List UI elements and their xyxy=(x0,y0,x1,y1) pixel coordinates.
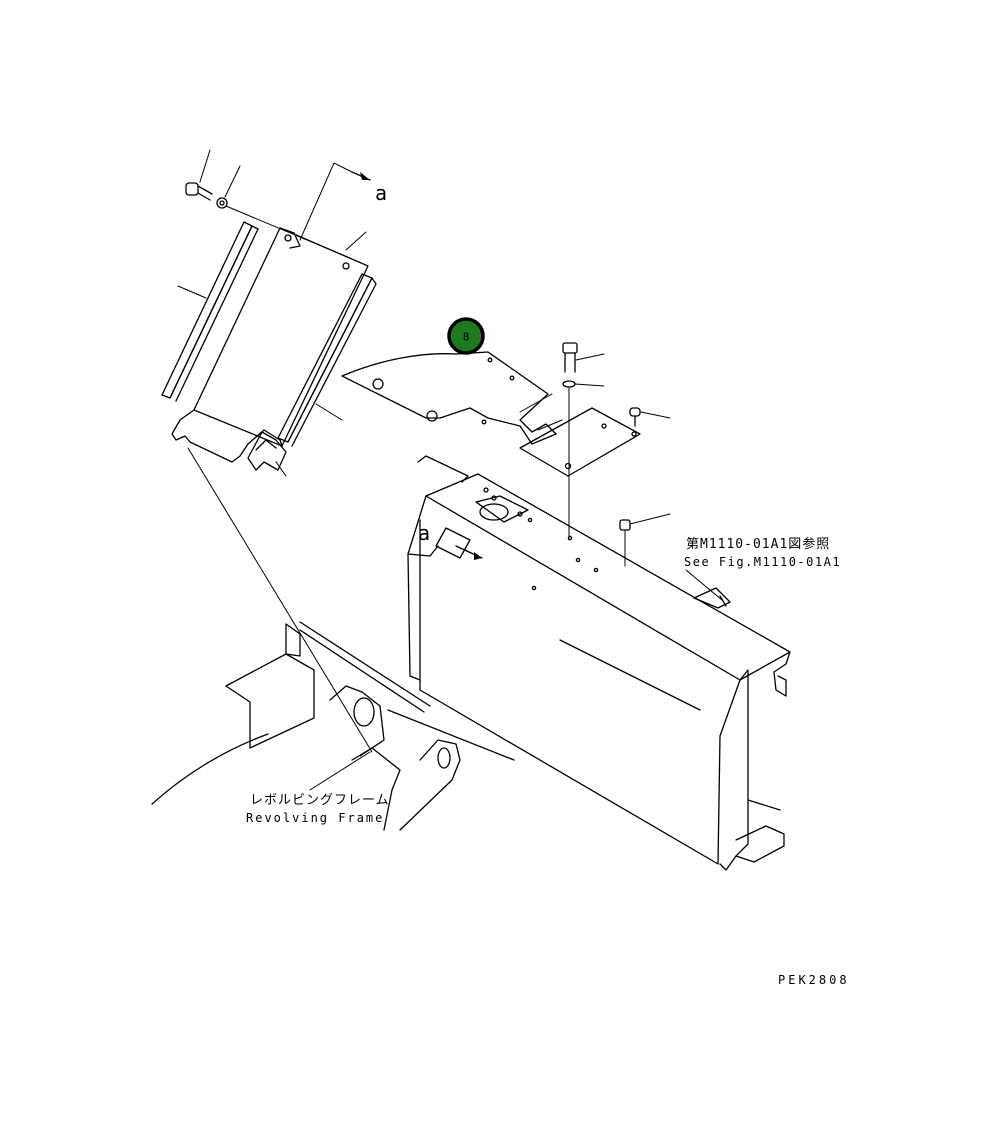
mounting-plate-small xyxy=(519,407,641,477)
revolving-frame xyxy=(151,447,515,831)
side-cover-assembly xyxy=(161,149,377,477)
cross-ref-english: See Fig.M1110-01A1 xyxy=(684,555,841,569)
cross-ref-japanese: 第M1110-01A1図参照 xyxy=(686,536,830,552)
mounting-plate-large xyxy=(341,351,557,445)
frame-label-english: Revolving Frame xyxy=(246,811,384,825)
bolt-top-left xyxy=(185,149,213,201)
bolt-vertical xyxy=(562,342,605,373)
callout-badge[interactable]: 8 xyxy=(447,317,485,355)
view-letter-top: a xyxy=(375,181,387,205)
tank-housing xyxy=(407,455,791,871)
drawing-code: PEK2808 xyxy=(778,973,850,987)
bolt-frame-right xyxy=(619,513,671,567)
cover-panel xyxy=(171,227,369,463)
seal-strip-left xyxy=(161,221,259,402)
view-arrow-top xyxy=(299,162,371,241)
cross-ref-leader xyxy=(685,569,723,601)
callout-number: 8 xyxy=(463,331,470,344)
washer-vertical xyxy=(562,380,605,541)
seal-strip-right xyxy=(277,273,377,447)
pin-right xyxy=(629,407,671,427)
frame-label-japanese: レボルビングフレーム xyxy=(250,793,390,808)
washer-top-left xyxy=(216,165,241,209)
clip-bracket xyxy=(247,431,287,477)
view-letter-lower: a xyxy=(418,521,430,545)
